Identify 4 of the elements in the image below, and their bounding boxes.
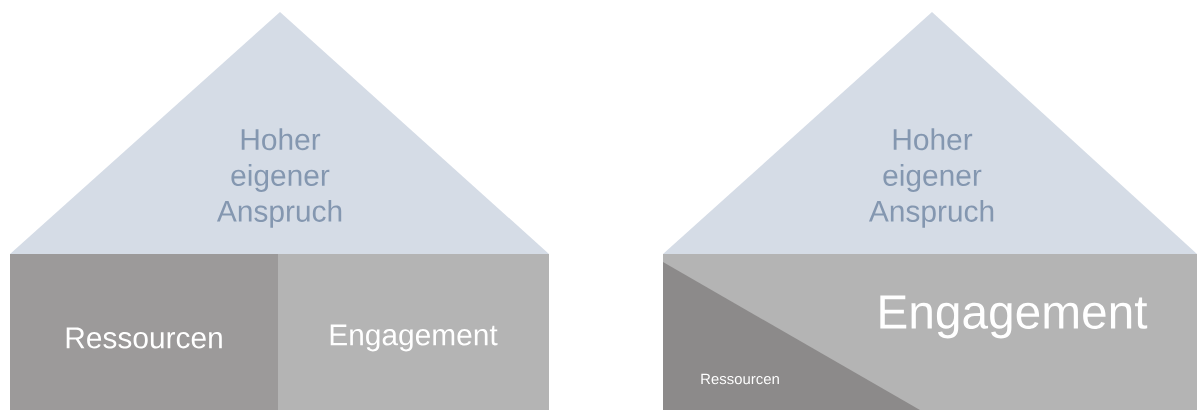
roof-triangle: Hoher eigener Anspruch: [10, 12, 549, 254]
block: Engagement: [278, 254, 549, 410]
block: Ressourcen: [10, 254, 278, 410]
roof-triangle: Hoher eigener Anspruch: [663, 12, 1197, 254]
